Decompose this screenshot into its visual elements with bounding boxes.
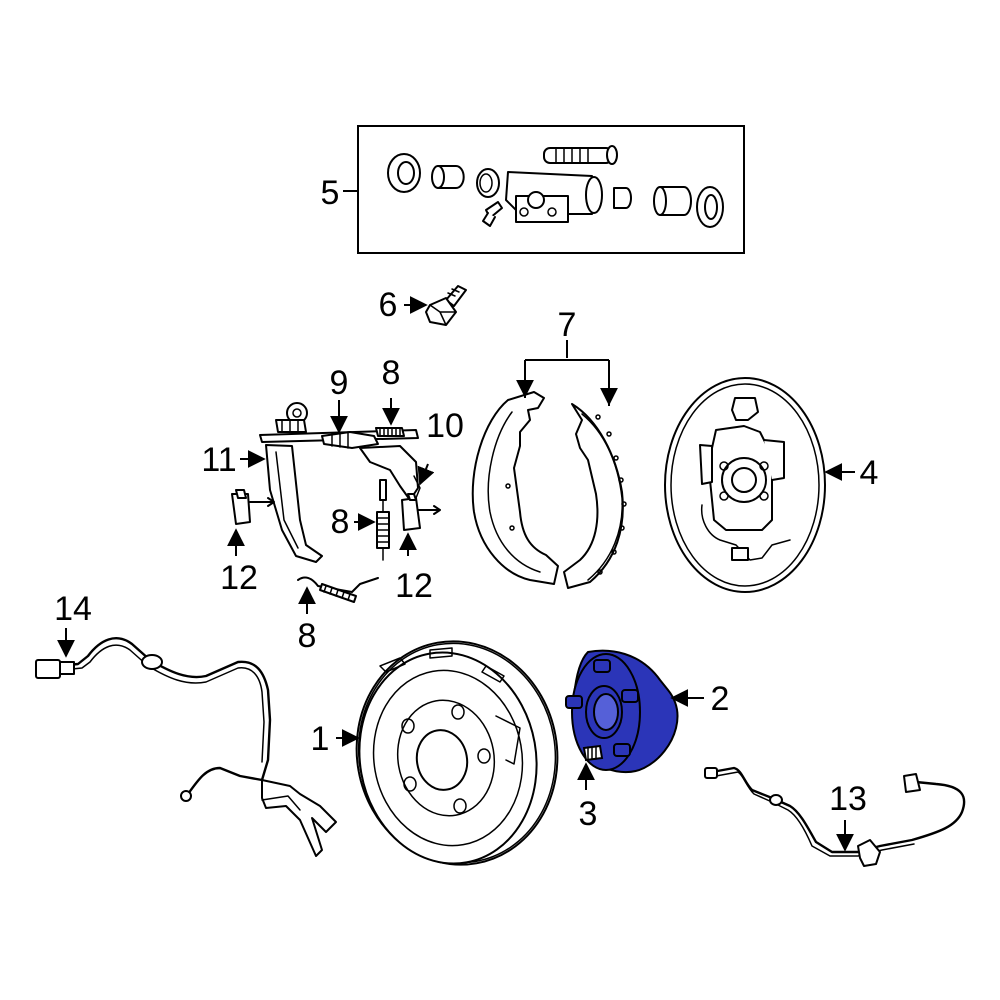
callout-7: 7 [558, 306, 577, 344]
wheel-cylinder-kit-group[interactable] [357, 125, 745, 254]
callout-12-right: 12 [395, 567, 433, 605]
callout-8-top: 8 [382, 354, 401, 392]
bolt-group[interactable] [425, 285, 467, 326]
callout-5: 5 [321, 174, 340, 212]
callout-1: 1 [311, 720, 330, 758]
callout-11: 11 [201, 441, 236, 479]
callout-8-bottom: 8 [298, 617, 317, 655]
brake-hardware-group[interactable] [231, 402, 441, 603]
callout-14: 14 [54, 590, 92, 628]
callout-3: 3 [579, 795, 598, 833]
callout-9: 9 [330, 364, 349, 402]
left-abs-sensor-group[interactable] [35, 637, 337, 857]
callout-labels: 5 6 7 8 9 10 11 4 8 12 12 8 14 1 2 3 13 [54, 174, 878, 833]
callout-4: 4 [860, 454, 879, 492]
right-abs-sensor-group[interactable] [704, 766, 966, 867]
callout-2: 2 [711, 680, 730, 718]
callout-6: 6 [379, 286, 398, 324]
callout-12-left: 12 [220, 559, 258, 597]
callout-10: 10 [426, 407, 464, 445]
callout-8-middle: 8 [331, 503, 350, 541]
wheel-hub-highlighted[interactable] [565, 649, 679, 774]
brake-shoes-group[interactable] [471, 391, 627, 589]
backing-plate-group[interactable] [664, 377, 826, 593]
callout-13: 13 [829, 780, 867, 818]
brake-drum-group[interactable] [339, 625, 575, 880]
callout-leaders [57, 190, 855, 852]
